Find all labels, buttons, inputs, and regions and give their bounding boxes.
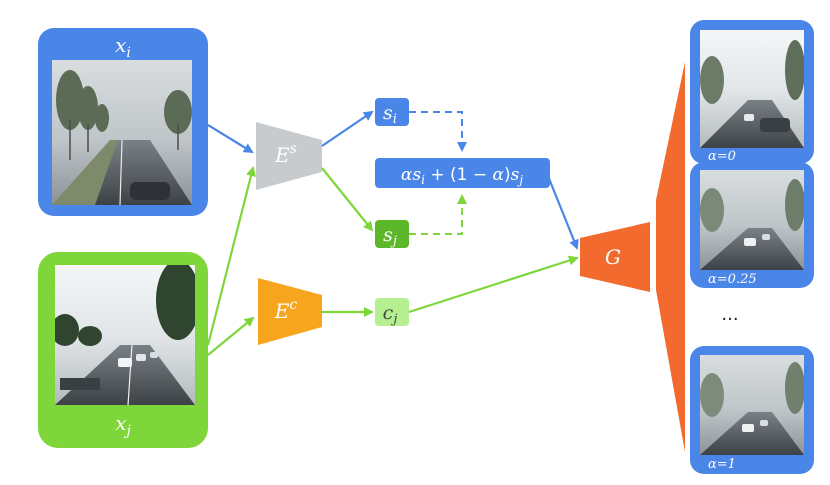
dashed-si-to-mix [409,111,467,152]
output-label-0: α=0 [708,149,736,164]
input-xj-label: xj [115,411,131,439]
input-xi-var: x [115,33,126,57]
arrow-xj-to-content-encoder [207,316,255,356]
generator [580,222,650,292]
mix-alpha: α [401,165,413,185]
code-cj-var: c [383,302,394,324]
code-sj-label: sj [383,224,397,249]
code-cj [375,298,409,326]
mix-s2: s [511,165,520,185]
content-encoder-sup: c [289,297,297,313]
code-si-sub: i [393,112,397,127]
style-encoder-label: Es [274,141,297,167]
output-photo-0 [700,30,804,148]
output-photo-1 [700,170,804,270]
dashed-sj-to-mix [409,194,467,235]
code-sj [375,220,409,248]
mix-plus: + (1 − [425,165,493,185]
mix-label: αsi + (1 − α)sj [401,165,523,187]
style-encoder [256,122,322,190]
arrow-style-encoder-to-sj [321,167,374,232]
output-label-2: α=1 [708,457,736,472]
code-sj-sub: j [390,234,397,249]
input-xj-sub: j [123,423,131,439]
input-xi-photo [52,60,192,205]
content-encoder [258,278,322,345]
mix-box [375,158,550,188]
output-photo-2 [700,355,804,455]
code-cj-sub: j [390,312,397,327]
mix-sub-j: j [516,173,523,187]
generator-label: G [605,245,621,269]
style-encoder-var: E [274,143,290,167]
content-encoder-var: E [274,299,290,323]
mix-alpha2: α [493,165,505,185]
arrow-cj-to-generator [408,255,579,314]
arrow-mix-to-generator [546,175,579,250]
code-cj-label: cj [383,302,398,327]
content-encoder-label: Ec [274,297,298,323]
code-si [375,98,409,126]
output-fan [656,62,685,452]
input-xi-label: xi [115,33,131,61]
input-xi-sub: i [126,45,130,61]
code-si-var: s [383,102,393,124]
mix-close: ) [504,165,511,185]
arrow-style-encoder-to-si [321,110,374,147]
input-xj-photo [55,265,195,405]
arrow-xi-to-style-encoder [207,124,254,154]
mix-s1: s [412,165,421,185]
arrow-xj-to-style-encoder [206,166,256,346]
input-xj-var: x [115,411,126,435]
code-si-label: si [383,102,397,127]
ellipsis: ... [721,304,738,325]
style-encoder-sup: s [290,141,297,157]
mix-sub-i: i [421,173,425,187]
output-label-1: α=0.25 [708,272,757,287]
code-sj-var: s [383,224,393,246]
